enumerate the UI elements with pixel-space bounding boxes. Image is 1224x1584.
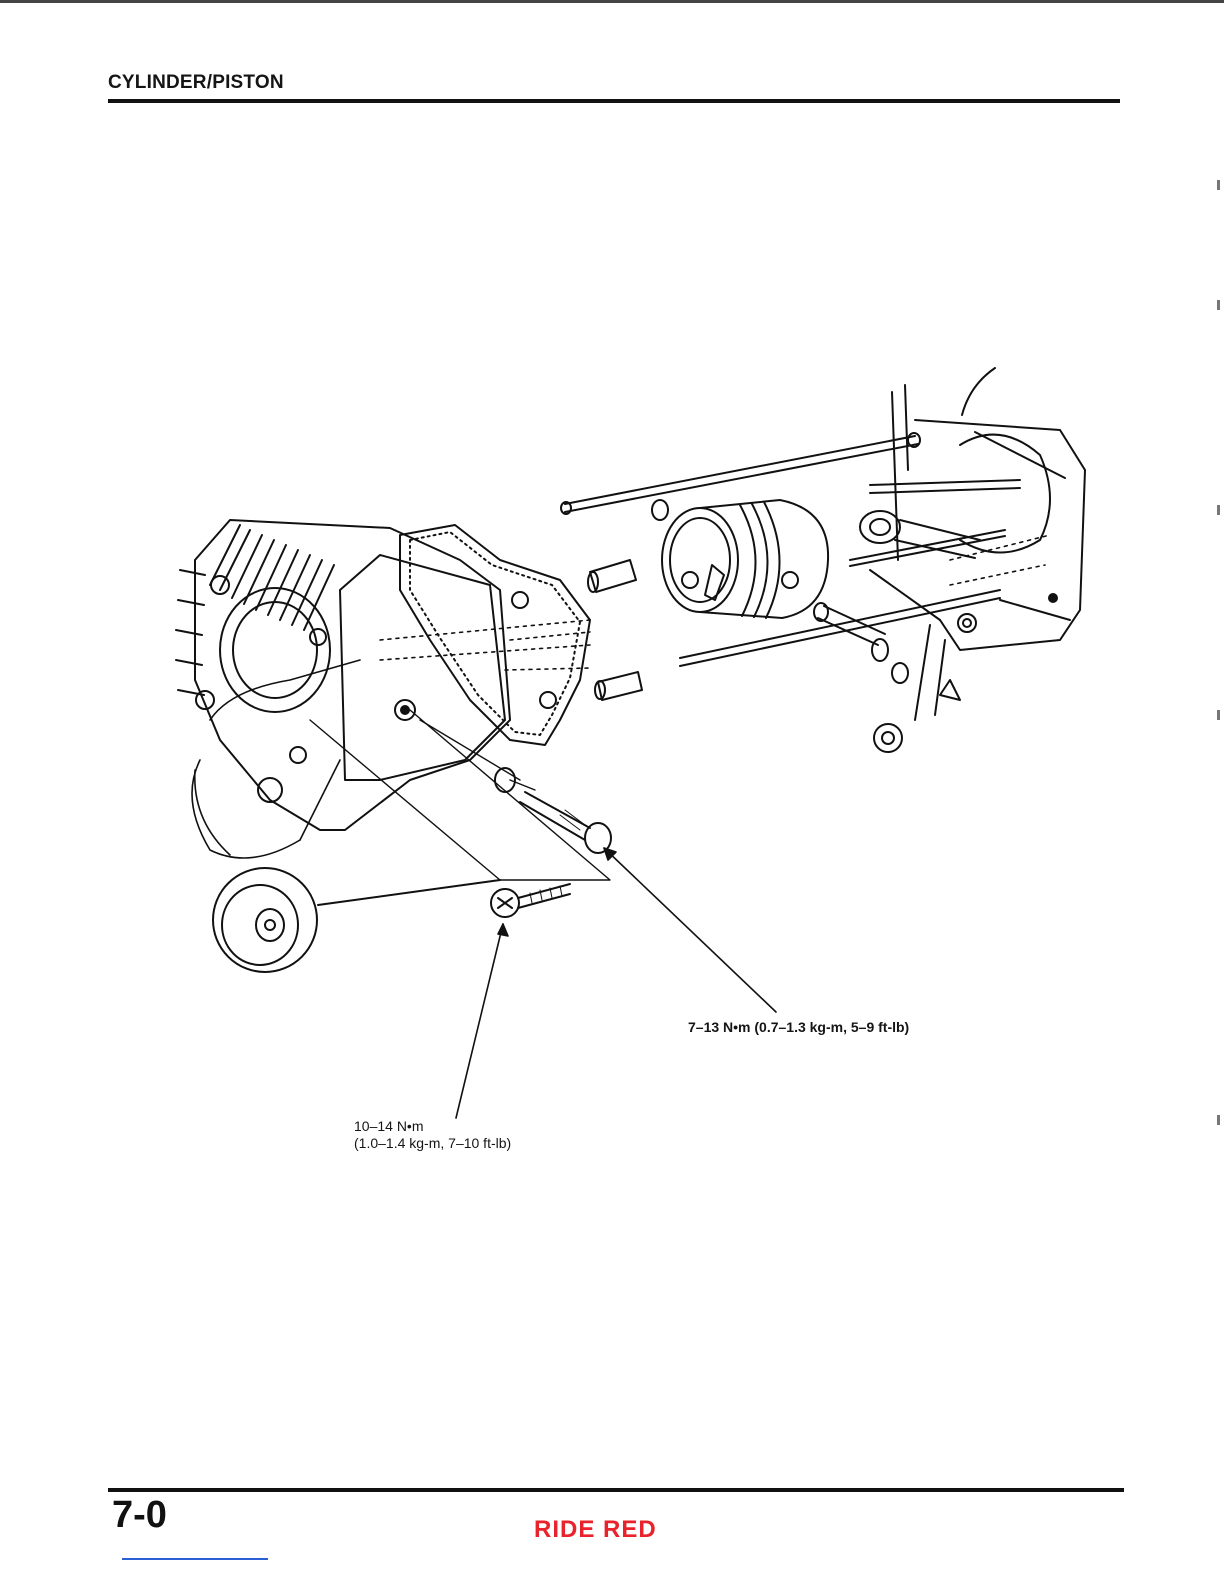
footer-rule: [108, 1488, 1124, 1492]
dowel-pins: [588, 560, 642, 700]
tensioner-roller: [213, 868, 500, 972]
pin-clip-lower: [892, 663, 908, 683]
exhaust-stud-torque-callout: 7–13 N•m (0.7–1.3 kg-m, 5–9 ft-lb): [688, 1019, 909, 1036]
scan-edge-mark: [1217, 710, 1220, 720]
pin-clip-upper: [652, 500, 668, 520]
leader-lines: [310, 710, 610, 880]
scan-edge-mark: [1217, 1115, 1220, 1125]
long-studs: [561, 433, 1020, 666]
washer: [874, 724, 902, 752]
scan-edge-mark: [1217, 300, 1220, 310]
piston-pin: [814, 603, 888, 661]
link-underline: [122, 1558, 268, 1560]
cylinder-bolt-torque-callout: 10–14 N•m (1.0–1.4 kg-m, 7–10 ft-lb): [354, 1118, 511, 1152]
bolt-torque-line-1: 10–14 N•m: [354, 1118, 511, 1135]
bolt-torque-line-2: (1.0–1.4 kg-m, 7–10 ft-lb): [354, 1135, 511, 1152]
cylinder-bolt: [491, 884, 570, 917]
cylinder-body: [176, 520, 510, 830]
page-number: 7-0: [112, 1494, 167, 1537]
cam-chain: [192, 535, 1050, 858]
scan-edge-mark: [1217, 180, 1220, 190]
crankcase: [870, 368, 1085, 720]
scan-edge-mark: [1217, 505, 1220, 515]
brand-logo: RIDE RED: [534, 1516, 657, 1544]
connecting-rod: [860, 511, 980, 558]
piston: [662, 500, 828, 618]
